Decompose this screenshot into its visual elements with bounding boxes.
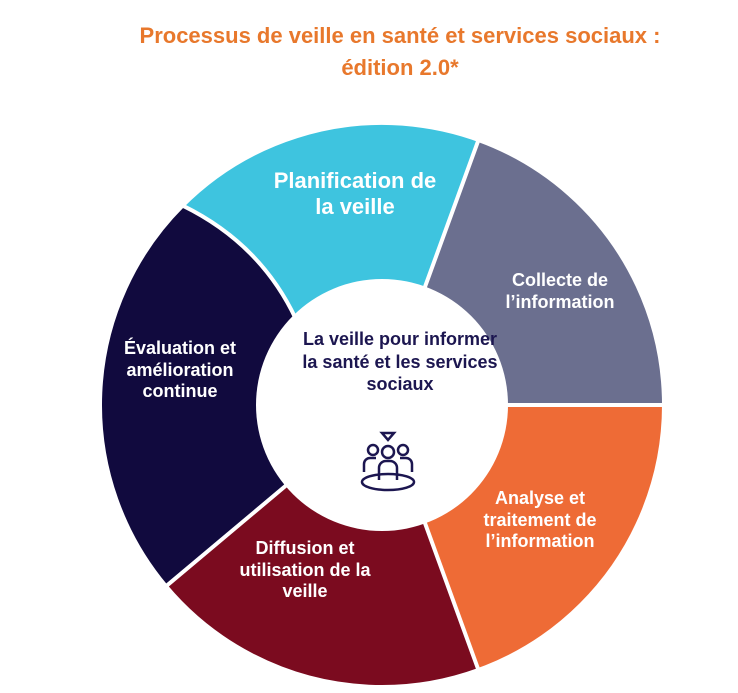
diagram-title: Processus de veille en santé et services…: [100, 20, 700, 84]
title-line-1: Processus de veille en santé et services…: [139, 23, 661, 48]
segment-label-analyse: Analyse et traitement de l’information: [483, 488, 597, 552]
segment-label-evaluation: Évaluation et amélioration continue: [123, 338, 237, 402]
title-line-2: édition 2.0*: [341, 55, 459, 80]
people-group-icon: [360, 431, 416, 492]
center-circle: [256, 279, 508, 531]
center-text: La veille pour informer la santé et les …: [302, 329, 498, 394]
segment-label-planification: Planification de la veille: [273, 168, 437, 220]
segment-label-collecte: Collecte de l’information: [505, 270, 615, 312]
segment-label-diffusion: Diffusion et utilisation de la veille: [239, 538, 371, 602]
